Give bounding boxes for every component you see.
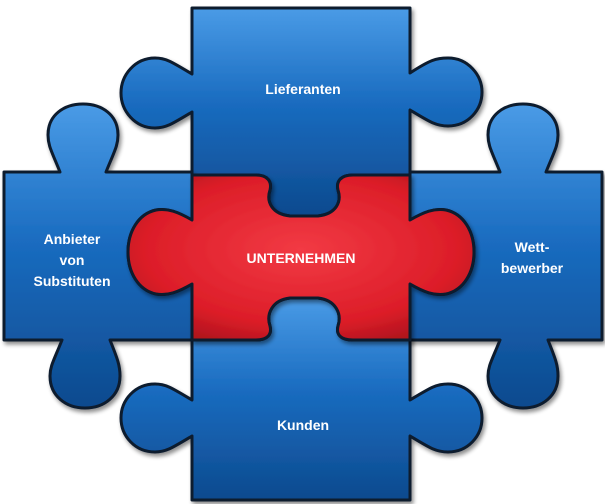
left-piece-label-line-3: Substituten [34,273,111,289]
center-piece-label: UNTERNEHMEN [247,250,356,266]
top-piece-label: Lieferanten [265,81,340,97]
left-piece-label-line-1: Anbieter [44,231,101,247]
right-piece-label-line-1: Wett- [515,239,550,255]
left-piece-label-line-2: von [60,252,85,268]
bottom-piece-label: Kunden [277,417,329,433]
puzzle-piece-center: UNTERNEHMEN [126,173,476,342]
puzzle-piece-bottom: Kunden [119,296,484,502]
right-piece-label-line-2: bewerber [501,260,564,276]
